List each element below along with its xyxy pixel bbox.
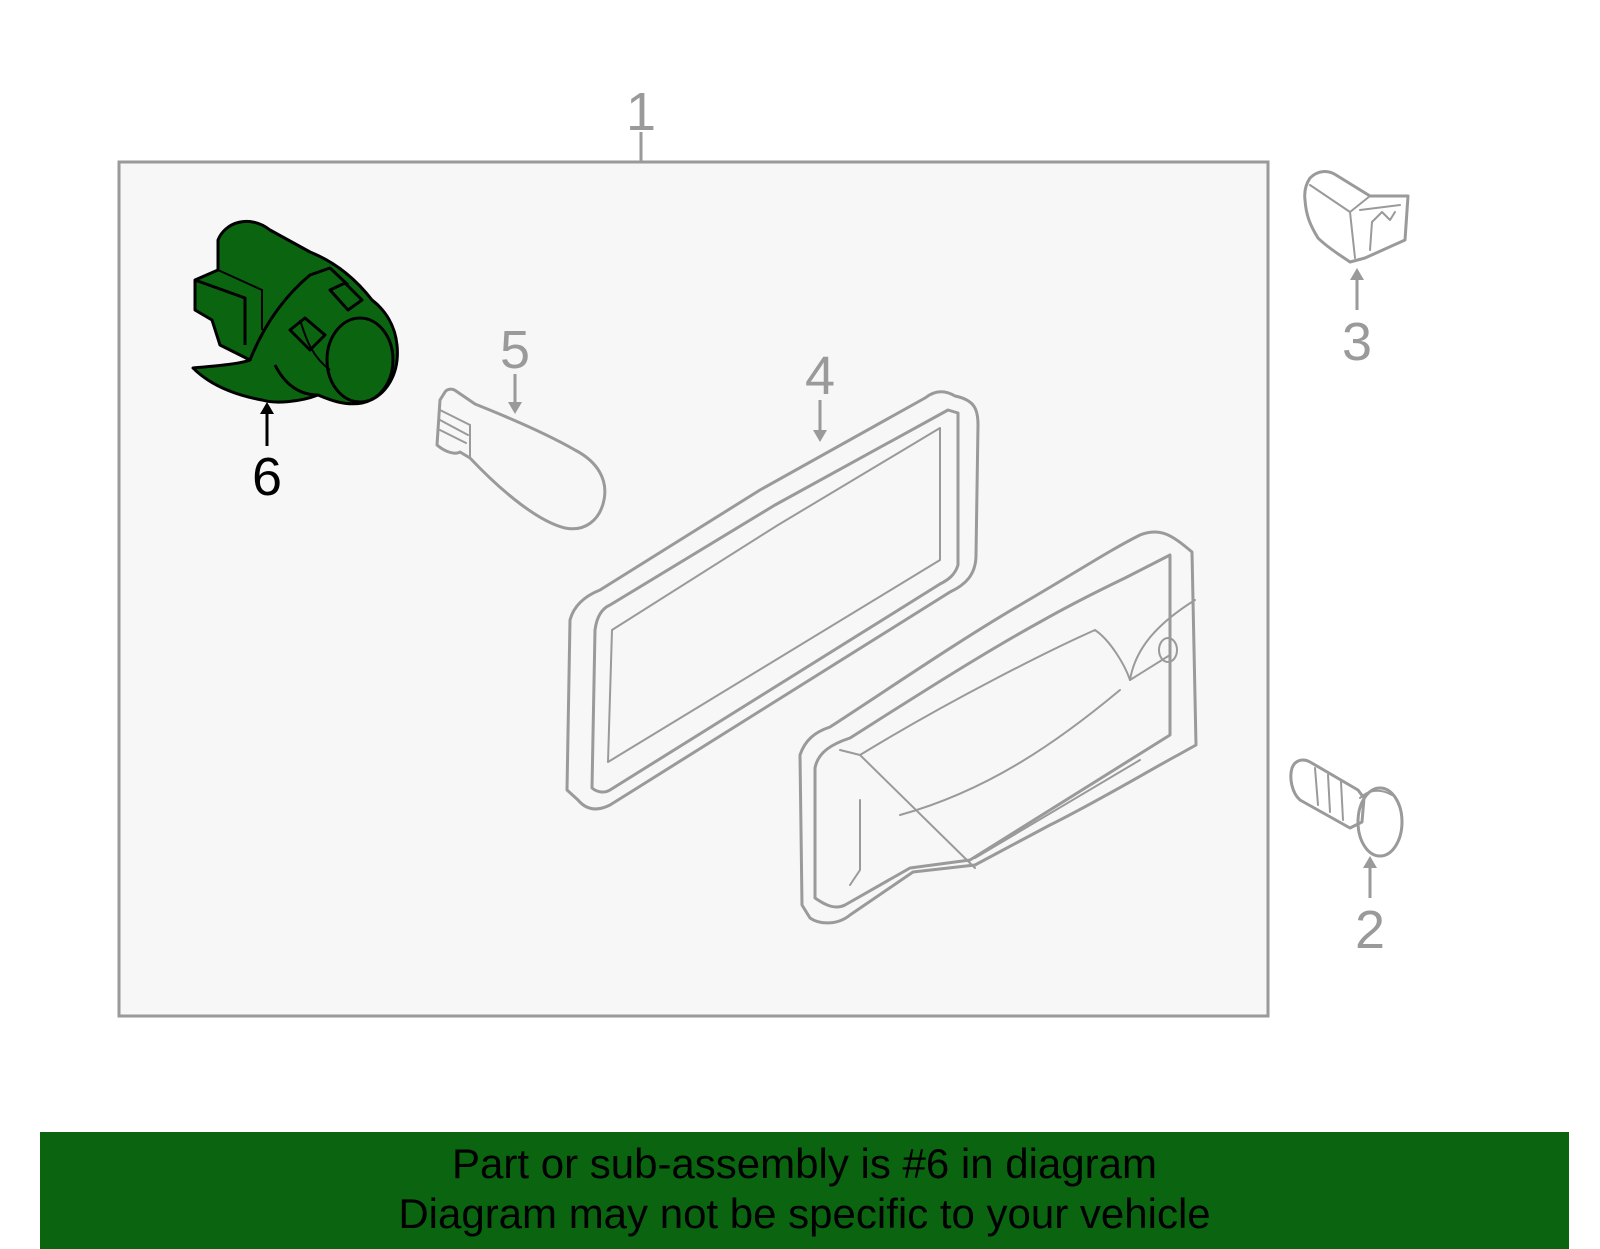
part-6-socket[interactable] [191, 219, 399, 406]
banner-line-1: Part or sub-assembly is #6 in diagram [452, 1140, 1157, 1187]
part-5-bulb[interactable] [435, 387, 607, 531]
lamp-housing [798, 530, 1198, 925]
part-4-lens[interactable] [565, 390, 980, 811]
info-banner: Part or sub-assembly is #6 in diagram Di… [40, 1132, 1569, 1249]
callout-6-arrowhead [260, 402, 274, 414]
callout-3-arrowhead [1350, 268, 1364, 280]
callout-5-label[interactable]: 5 [500, 320, 530, 380]
callout-3-label[interactable]: 3 [1342, 312, 1372, 372]
callout-6-label[interactable]: 6 [252, 447, 282, 507]
callout-1-label[interactable]: 1 [626, 82, 656, 142]
part-3-clip[interactable] [1303, 170, 1410, 264]
callout-2-arrowhead [1363, 856, 1377, 868]
banner-line-2: Diagram may not be specific to your vehi… [398, 1190, 1211, 1237]
callout-4-label[interactable]: 4 [805, 346, 835, 406]
callout-5-arrowhead [508, 402, 522, 414]
callout-2-label[interactable]: 2 [1355, 900, 1385, 960]
callout-4-arrowhead [813, 430, 827, 442]
part-2-screw[interactable] [1289, 758, 1404, 858]
